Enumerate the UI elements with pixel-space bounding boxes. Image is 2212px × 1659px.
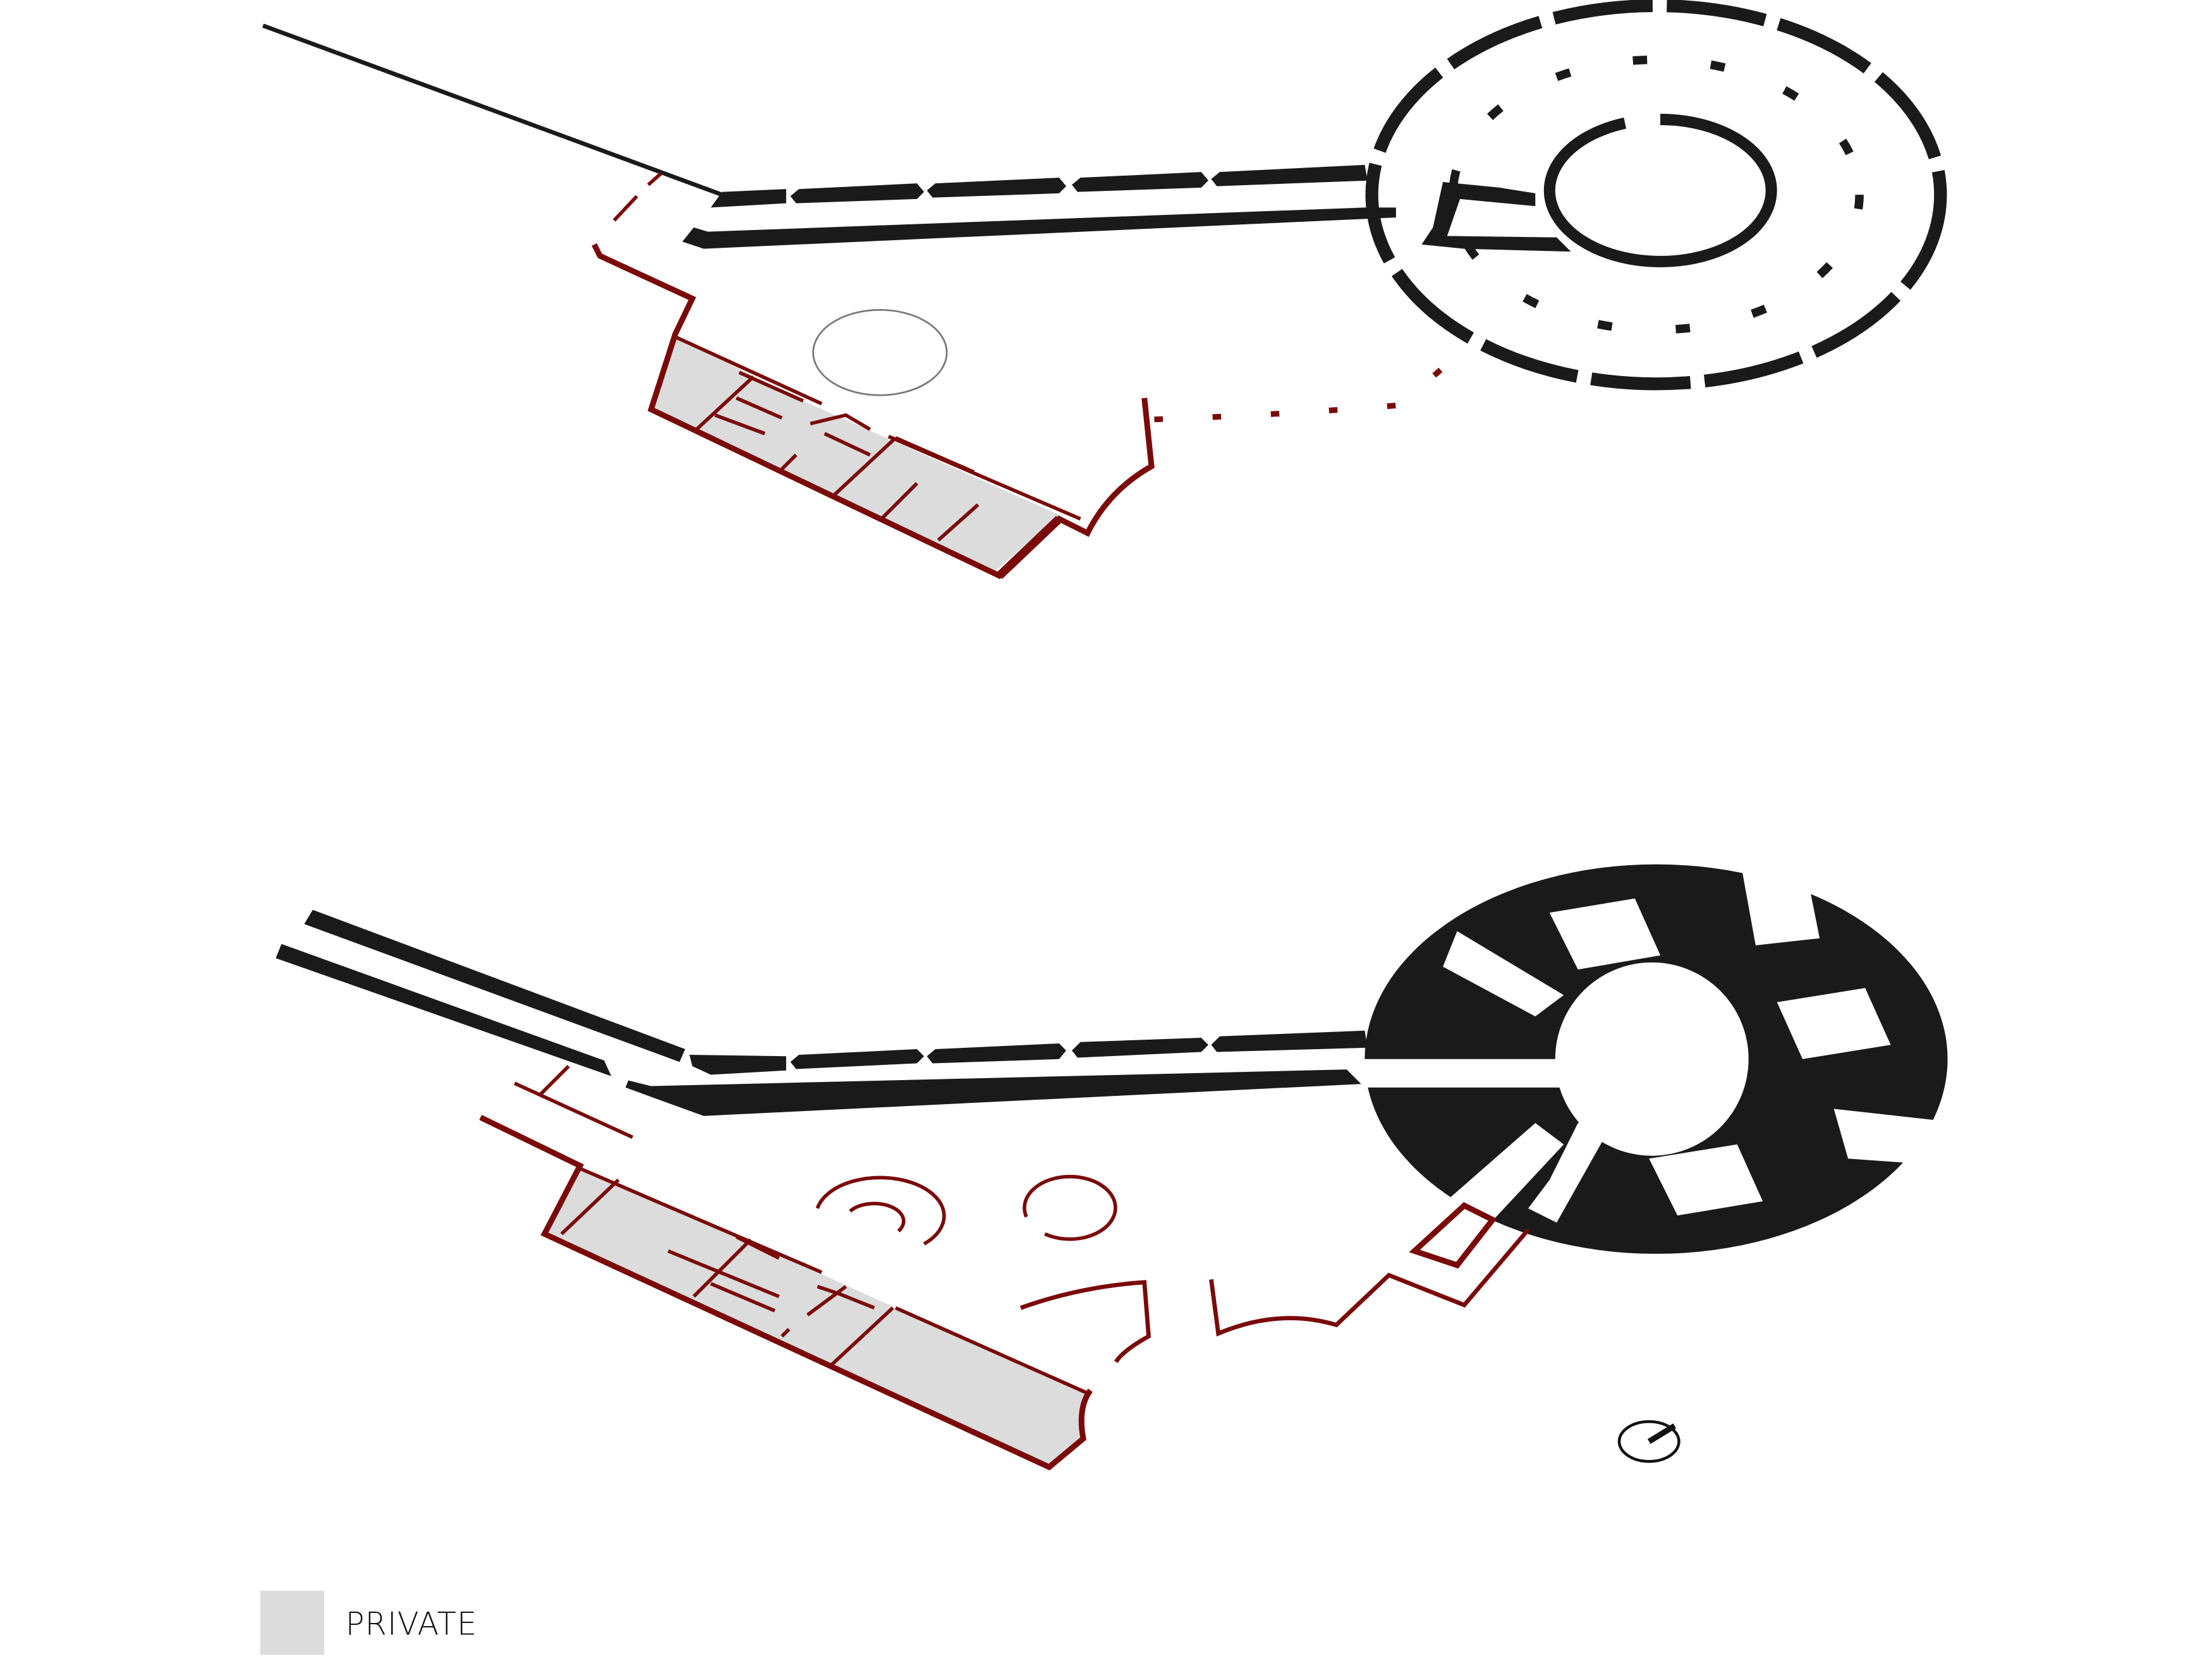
rotunda-outer-ring [1365,0,1947,391]
upper-floor-plan [262,0,1947,580]
lower-arcs [815,1174,1117,1246]
approach-wall-2 [276,944,612,1076]
private-zone [547,1168,1088,1464]
lower-floor-plan [276,864,1962,1471]
approach-wall-1 [304,909,686,1062]
rotunda-entry-block [1421,181,1571,252]
north-arrow-icon [1617,1420,1680,1463]
legend-label-private: PRIVATE [346,1606,478,1643]
approach-line [262,23,723,197]
rotunda-solid [1336,864,1962,1254]
corridor-lower-wall-lower [625,1069,1376,1116]
legend-swatch-private [260,1591,324,1655]
private-wing-lower [479,1065,1530,1471]
link-dashed-wall [1154,353,1459,423]
private-wing-upper [592,172,1155,580]
private-zone [649,337,1059,572]
corridor-upper-wall-lower [689,1030,1368,1075]
rotunda-inner-ring [1543,113,1777,267]
corridor-lower-wall [682,207,1396,249]
rotunda-middle-ring [1449,55,1864,334]
corridor-upper-wall [710,164,1368,208]
legend: PRIVATE [260,1591,478,1655]
courtyard-outline [812,309,948,396]
